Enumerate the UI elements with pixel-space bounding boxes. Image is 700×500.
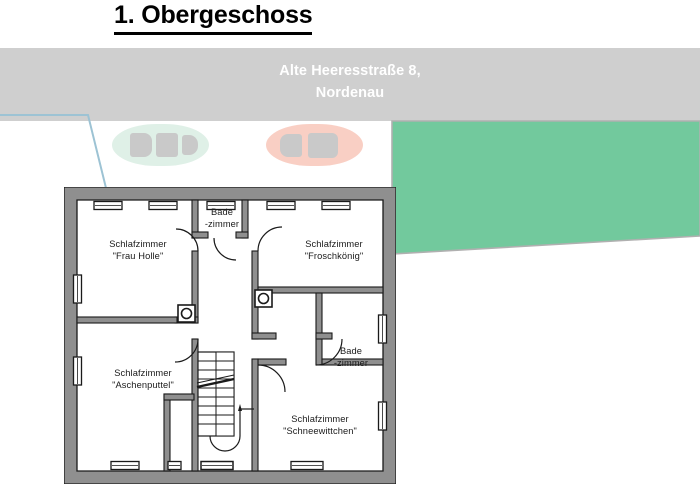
windows-top — [93, 200, 351, 211]
chimney-symbols — [177, 289, 273, 323]
car-left — [112, 124, 209, 166]
address-text: Alte Heeresstraße 8, Nordenau — [279, 63, 421, 101]
property-boundary-line — [0, 114, 107, 189]
room-label-bad-rechts: Bade -zimmer — [333, 346, 369, 369]
room-label-frau-holle: Schlafzimmer "Frau Holle" — [109, 239, 167, 262]
room-label-schneewittchen: Schlafzimmer "Schneewittchen" — [283, 414, 357, 437]
windows-right — [377, 314, 388, 431]
car-right — [266, 124, 363, 166]
address-banner — [0, 48, 700, 121]
car-right-window-front — [280, 134, 302, 157]
car-left-window-front — [156, 133, 178, 157]
room-label-froschkoenig: Schlafzimmer "Froschkönig" — [304, 239, 364, 262]
room-label-aschenputtel: Schlafzimmer "Aschenputtel" — [112, 368, 174, 391]
doors — [174, 226, 343, 393]
staircase — [196, 351, 254, 452]
room-label-bad-oben: Bade -zimmer — [204, 207, 240, 230]
car-left-window-nose — [182, 135, 198, 155]
car-right-window-rear — [308, 133, 338, 158]
floorplan-drawing: Schlafzimmer "Frau Holle" Bade -zimmer S… — [64, 187, 396, 484]
exterior-walls — [64, 187, 396, 484]
windows-left — [72, 274, 83, 386]
site-plan-area: Alte Heeresstraße 8, Nordenau — [0, 48, 700, 500]
car-left-window-rear — [130, 133, 152, 157]
windows-bottom — [110, 460, 324, 471]
page-title: 1. Obergeschoss — [114, 1, 313, 35]
